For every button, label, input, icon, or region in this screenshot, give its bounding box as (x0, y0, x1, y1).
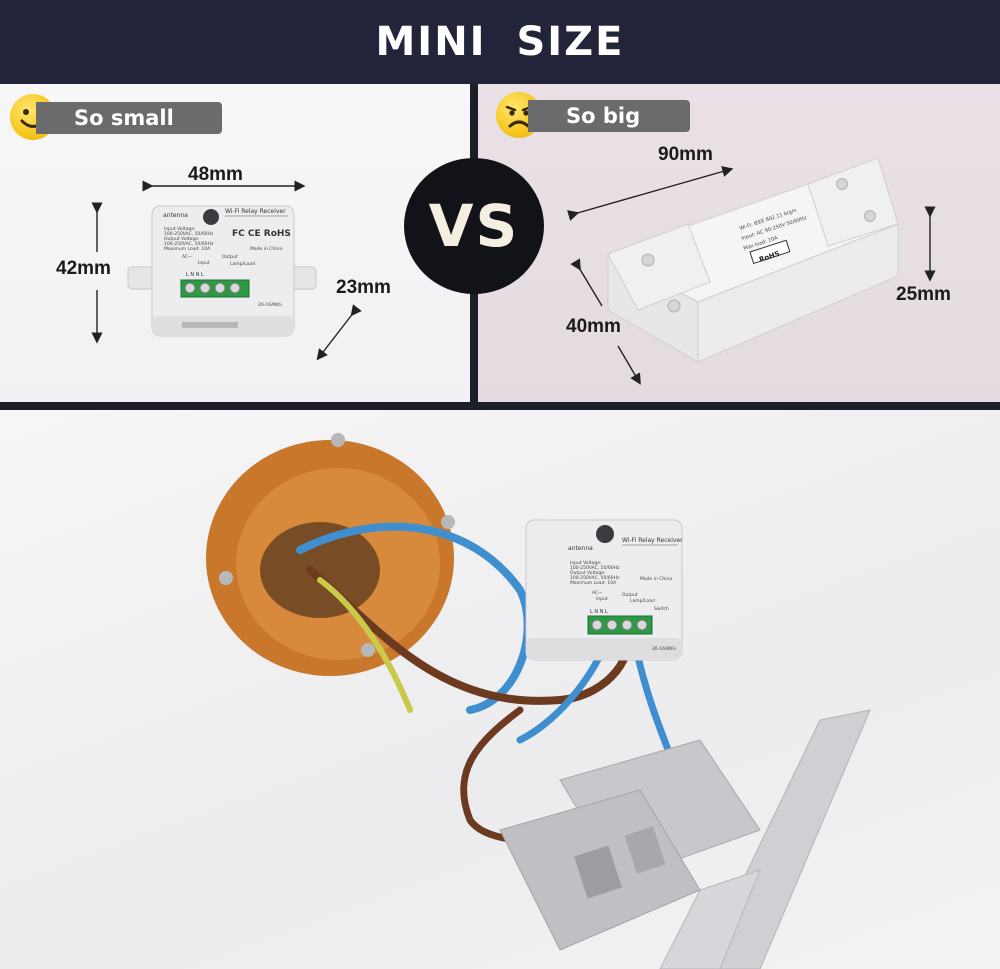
header-banner: MINI SIZE (0, 0, 1000, 84)
depth-dimension-label: 23mm (336, 277, 391, 298)
installation-illustration: antenna Wi-Fi Relay Receiver Input Volta… (206, 433, 871, 969)
made-in-text: Made in China (250, 246, 282, 252)
bottom-device-title: Wi-Fi Relay Receiver (622, 537, 683, 544)
spec-line-2: 100-250VAC, 50/60Hz (164, 231, 214, 237)
antenna-text: antenna (163, 212, 188, 219)
terminal-labels: L N N L (186, 272, 204, 278)
lamp-load-text: Lamp/Load (230, 261, 255, 267)
bottom-spec-5: Maximum Load: 10A (570, 580, 617, 586)
width-dimension-label: 90mm (658, 144, 713, 165)
bottom-spec-3: Output Voltage: (570, 570, 605, 576)
wire-gauge-text: 26-16AWG (258, 302, 282, 308)
height-dimension-label: 42mm (56, 258, 111, 279)
spec-line-5: Maximum Load: 10A (164, 246, 211, 252)
bottom-spec-2: 100-250VAC, 50/60Hz (570, 565, 620, 571)
bottom-terminal-labels: L N N L (590, 609, 608, 615)
right-panel-big-device: So big 90mm 25mm 40mm Wi-Fi: IEEE 802.11… (478, 84, 1000, 404)
horizontal-divider (0, 402, 1000, 410)
spec-line-3: Output Voltage: (164, 236, 199, 242)
so-small-label: So small (74, 106, 174, 130)
input-text: Input (198, 260, 210, 266)
bottom-lamp-load: Lamp/Load (630, 598, 655, 604)
bottom-switch-text: Switch (654, 606, 669, 612)
height-dimension-label: 25mm (896, 284, 951, 305)
left-panel-small-device: So small 48mm 42mm 23mm antenna Wi-Fi Re… (0, 84, 470, 404)
vs-badge: VS (404, 158, 544, 294)
installation-scene: antenna Wi-Fi Relay Receiver Input Volta… (0, 410, 1000, 969)
depth-dimension-label: 40mm (566, 316, 621, 337)
bottom-spec-1: Input Voltage: (570, 560, 601, 566)
bottom-input-text: Input (596, 596, 608, 602)
width-dimension-label: 48mm (188, 164, 243, 185)
small-device-illustration: antenna Wi-Fi Relay Receiver Input Volta… (91, 180, 362, 361)
bottom-ac-text: AC~ (592, 590, 602, 596)
bottom-output-text: Output (622, 592, 638, 598)
header-title: MINI SIZE (375, 19, 625, 65)
spec-line-4: 100-250VAC, 50/60Hz (164, 241, 214, 247)
big-device-illustration: Wi-Fi: IEEE 802.11 b/g/n Input: AC 90-25… (567, 157, 936, 385)
ac-text: AC~ (182, 254, 192, 260)
bottom-spec-4: 100-250VAC, 50/60Hz (570, 575, 620, 581)
device-title-text: Wi-Fi Relay Receiver (225, 208, 286, 215)
vs-label: VS (428, 192, 520, 260)
bottom-antenna-text: antenna (568, 545, 593, 552)
so-big-badge: So big (528, 100, 690, 132)
bottom-made-in: Made in China (640, 576, 672, 582)
so-small-badge: So small (36, 102, 222, 134)
so-big-label: So big (566, 104, 641, 128)
bottom-wire-gauge: 26-16AWG (652, 646, 676, 652)
cert-marks: FC CE RoHS (232, 229, 291, 239)
output-text: Output (222, 254, 238, 260)
terminal-block (587, 615, 653, 635)
spec-line-1: Input Voltage: (164, 226, 195, 232)
